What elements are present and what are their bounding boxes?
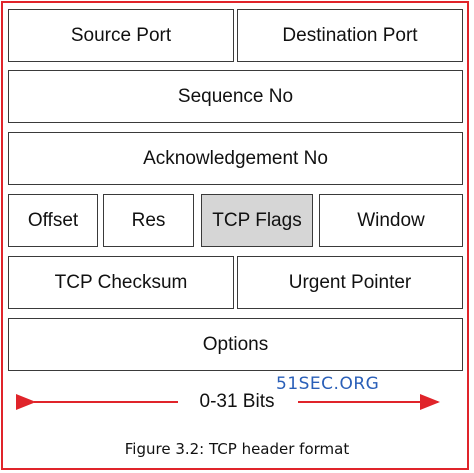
field-destination-port: Destination Port [237, 9, 463, 62]
field-res: Res [103, 194, 194, 247]
field-window: Window [319, 194, 463, 247]
field-label: Sequence No [177, 85, 294, 107]
bit-width-label: 0-31 Bits [199, 391, 275, 412]
field-acknowledgement-no: Acknowledgement No [8, 132, 463, 185]
field-label: Source Port [70, 24, 172, 46]
field-label: Offset [27, 209, 79, 231]
watermark-text: 51SEC.ORG [276, 374, 380, 394]
field-label: Acknowledgement No [143, 147, 328, 169]
field-options: Options [8, 318, 463, 371]
field-label: Destination Port [282, 24, 418, 46]
field-tcp-checksum: TCP Checksum [8, 256, 234, 309]
field-label: Options [202, 333, 269, 355]
diagram-frame [1, 1, 469, 470]
field-label: TCP Checksum [54, 271, 188, 293]
field-label: Urgent Pointer [288, 271, 412, 293]
figure-caption: Figure 3.2: TCP header format [124, 440, 350, 458]
field-offset: Offset [8, 194, 98, 247]
field-label: Window [357, 209, 425, 231]
field-label: TCP Flags [212, 209, 302, 231]
field-tcp-flags: TCP Flags [201, 194, 313, 247]
field-source-port: Source Port [8, 9, 234, 62]
field-urgent-pointer: Urgent Pointer [237, 256, 463, 309]
field-label: Res [131, 209, 166, 231]
field-sequence-no: Sequence No [8, 70, 463, 123]
